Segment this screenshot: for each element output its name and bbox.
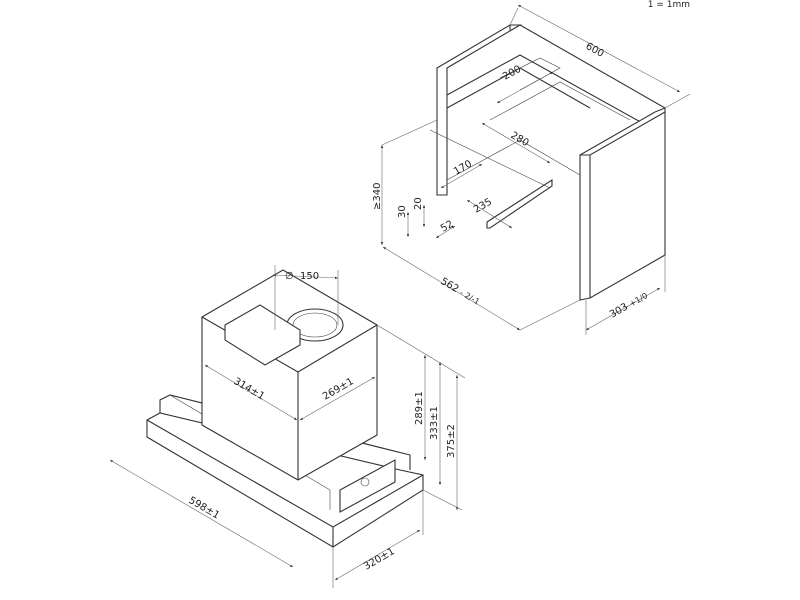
- dim-30: 30: [397, 205, 408, 218]
- dim-52: 52: [439, 219, 456, 235]
- dim-height: ≥340: [372, 183, 383, 210]
- dim-height-mid: 333±1: [429, 406, 440, 440]
- dim-total-depth: 320±1: [362, 546, 397, 572]
- dim-box-height: 289±1: [414, 391, 425, 425]
- dim-depth-tol: +1/0: [628, 291, 649, 309]
- dim-width: 600: [584, 41, 606, 60]
- dim-total-width: 598±1: [187, 495, 222, 521]
- dim-inner-width: 562: [439, 276, 461, 295]
- dim-20: 20: [413, 197, 424, 210]
- dim-duct-diameter: 150: [300, 271, 319, 282]
- svg-text:562 - 2/-1: 562 - 2/-1: [439, 276, 482, 307]
- dim-total-height: 375±2: [446, 424, 457, 458]
- diameter-symbol: ∅: [285, 271, 294, 282]
- dim-rail-length: 235: [472, 197, 494, 216]
- dim-rail-offset: 170: [452, 159, 474, 178]
- svg-text:303 +1/0: 303 +1/0: [608, 290, 650, 320]
- dim-depth: 303: [608, 302, 630, 321]
- hood-dimension-lines: [109, 265, 466, 588]
- cabinet-dimension-lines: [380, 4, 691, 335]
- dim-cutout-depth: 200: [501, 64, 523, 83]
- dim-cutout-width: 280: [509, 130, 531, 149]
- dim-inner-width-tol: - 2/-1: [458, 288, 481, 306]
